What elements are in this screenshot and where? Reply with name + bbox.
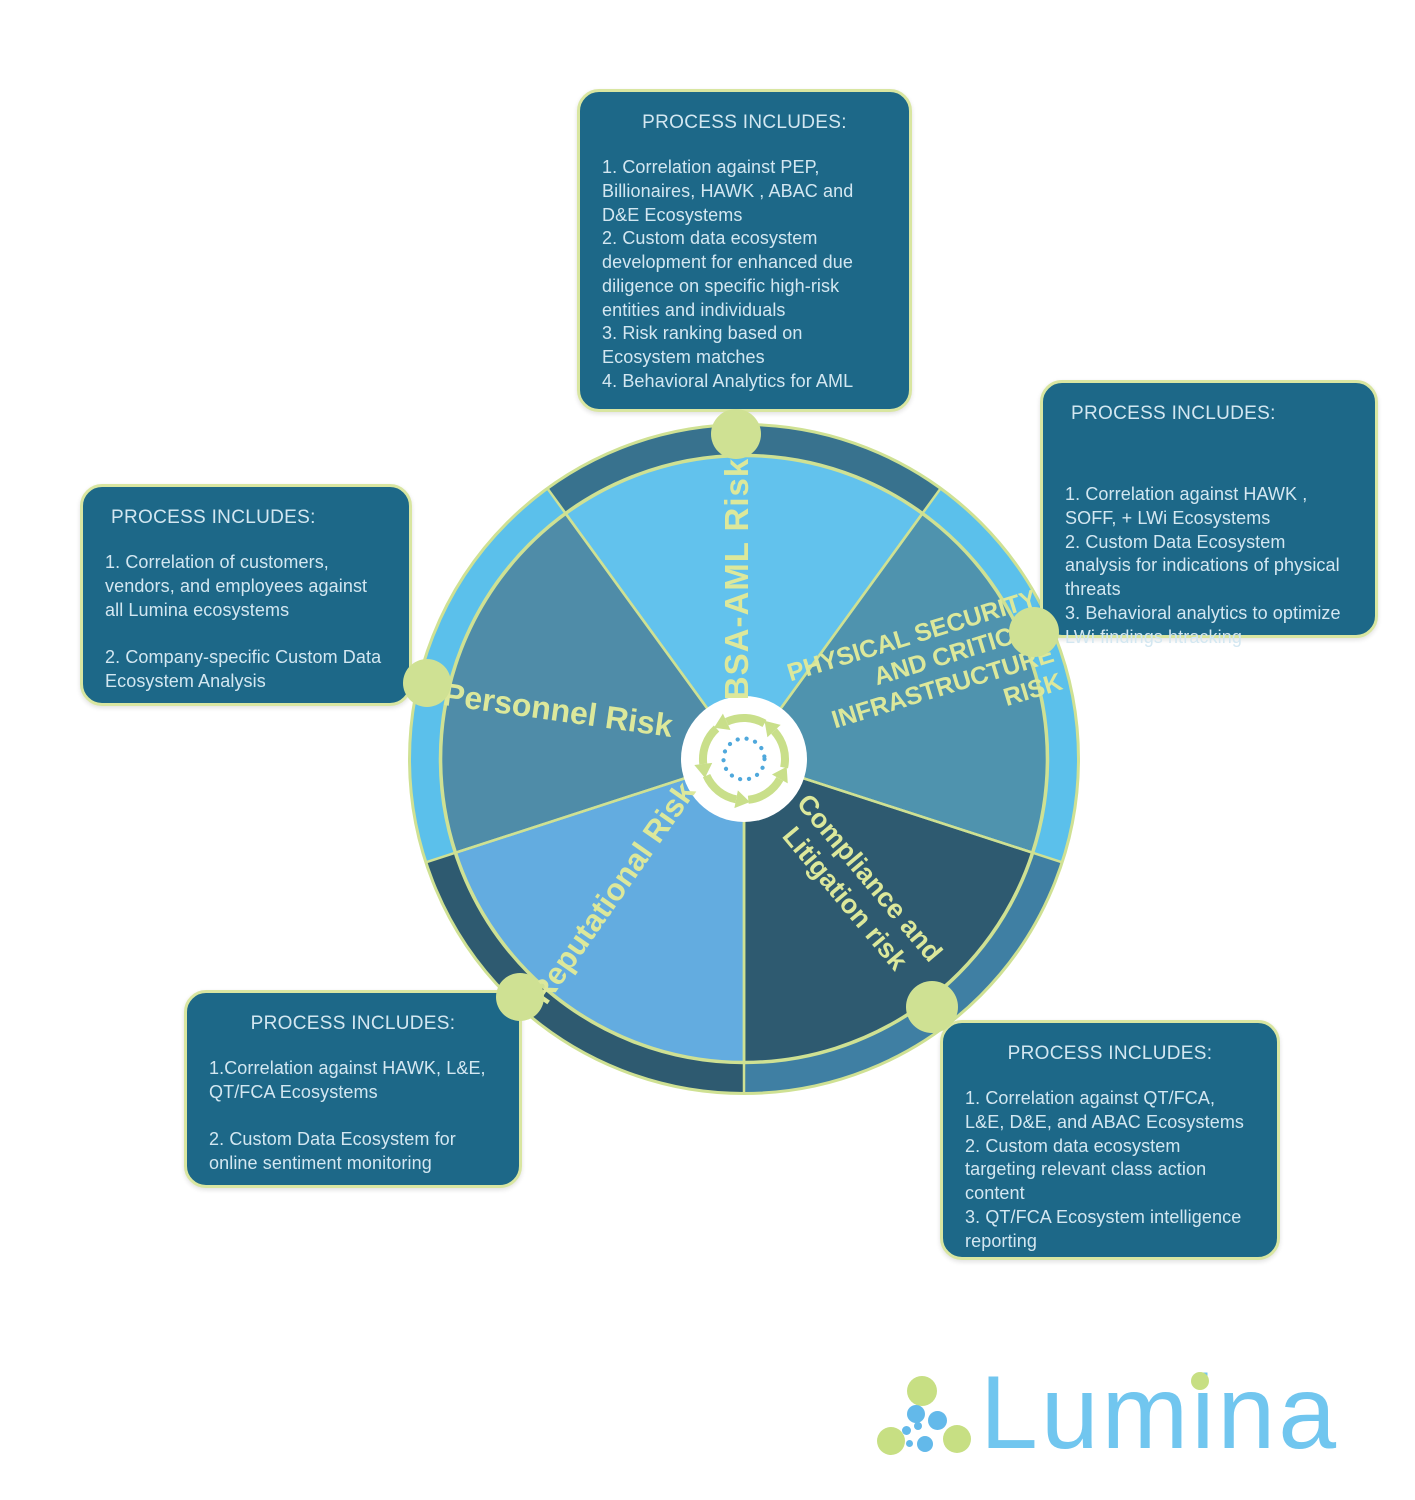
logo-dot-blue-small-2 <box>914 1422 922 1430</box>
callout-box-compliance: PROCESS INCLUDES: 1. Correlation against… <box>940 1020 1280 1260</box>
connector-dot-bottom-left <box>496 973 544 1021</box>
logo-dot-green-bottom-left <box>877 1427 905 1455</box>
ring-arc-reputational <box>426 852 745 1093</box>
connector-dot-right <box>1009 607 1059 657</box>
box-body: 1. Correlation of customers, vendors, an… <box>105 552 382 691</box>
ring-arc-personnel <box>410 488 566 863</box>
box-title: PROCESS INCLUDES: <box>1071 403 1276 424</box>
logo-dot-green-top <box>907 1376 937 1406</box>
callout-box-bsa-aml: PROCESS INCLUDES: 1. Correlation against… <box>577 89 912 412</box>
cycle-arrow <box>694 725 720 778</box>
logo-dot-blue-right <box>928 1411 947 1430</box>
risk-wheel <box>408 423 1080 1095</box>
connector-dot-bottom-right <box>906 981 958 1033</box>
ring-arc-physical <box>922 488 1078 863</box>
logo-dot-green-bottom-right <box>943 1425 971 1453</box>
box-body: 1. Correlation against PEP, Billionaires… <box>602 157 854 391</box>
logo-dot-blue-upper <box>907 1405 925 1423</box>
box-title: PROCESS INCLUDES: <box>111 507 316 528</box>
cycle-arrow <box>714 713 767 730</box>
box-title: PROCESS INCLUDES: <box>642 112 847 133</box>
center-dotted-circle <box>721 736 767 782</box>
connector-dot-top <box>711 409 761 459</box>
logo-dot-blue-small-3 <box>906 1440 913 1447</box>
callout-box-physical-security: PROCESS INCLUDES: 1. Correlation against… <box>1040 380 1378 647</box>
box-title: PROCESS INCLUDES: <box>250 1013 456 1034</box>
lumina-wordmark: Lumina <box>980 1355 1340 1471</box>
cycle-arrows-icon <box>694 713 789 809</box>
box-body: 1. Correlation against QT/FCA, L&E, D&E,… <box>965 1088 1245 1251</box>
cycle-arrow <box>747 766 788 804</box>
box-title: PROCESS INCLUDES: <box>1007 1043 1213 1064</box>
logo-dot-blue-lower <box>917 1436 933 1452</box>
logo-i-dot <box>1191 1372 1209 1390</box>
box-body: 1.Correlation against HAWK, L&E, QT/FCA … <box>209 1058 486 1173</box>
logo-dot-blue-small-1 <box>902 1426 911 1435</box>
box-body: 1. Correlation against HAWK , SOFF, + LW… <box>1065 484 1341 647</box>
callout-box-personnel: PROCESS INCLUDES: 1. Correlation of cust… <box>80 484 412 706</box>
cycle-arrow <box>764 720 789 769</box>
connector-dot-left <box>403 659 451 707</box>
label-bsa-aml-risk: BSA-AML Risk <box>718 457 755 701</box>
cycle-arrow <box>702 773 750 809</box>
callout-box-reputational: PROCESS INCLUDES: 1.Correlation against … <box>184 990 522 1188</box>
